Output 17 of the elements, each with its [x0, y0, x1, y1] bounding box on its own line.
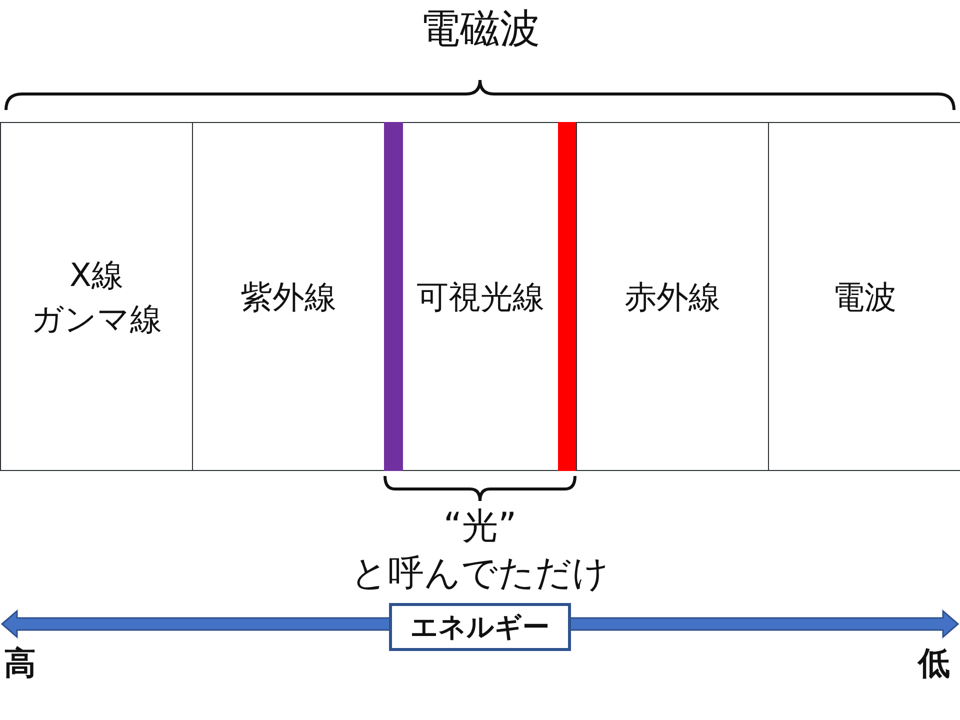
spectrum-band: [192, 122, 385, 471]
scale-end-label: 低: [918, 644, 950, 682]
spectrum-band: [576, 122, 769, 471]
band-label: 紫外線: [240, 276, 336, 318]
brace-label: と呼んでただけ: [351, 553, 609, 595]
brace-label: “光”: [443, 506, 517, 548]
scale-end-label: 高: [4, 644, 36, 682]
spectrum-band: [768, 122, 960, 471]
spectrum-band: [0, 122, 193, 471]
band-label: 赤外線: [624, 276, 720, 318]
spectrum-band: [384, 122, 577, 471]
band-label: ガンマ線: [31, 298, 162, 340]
band-label: X線: [70, 254, 124, 296]
band-label: 可視光線: [416, 276, 544, 318]
band-label: 電波: [832, 276, 896, 318]
label-box: エネルギー: [389, 603, 571, 651]
brace-label: 電磁波: [420, 6, 540, 52]
